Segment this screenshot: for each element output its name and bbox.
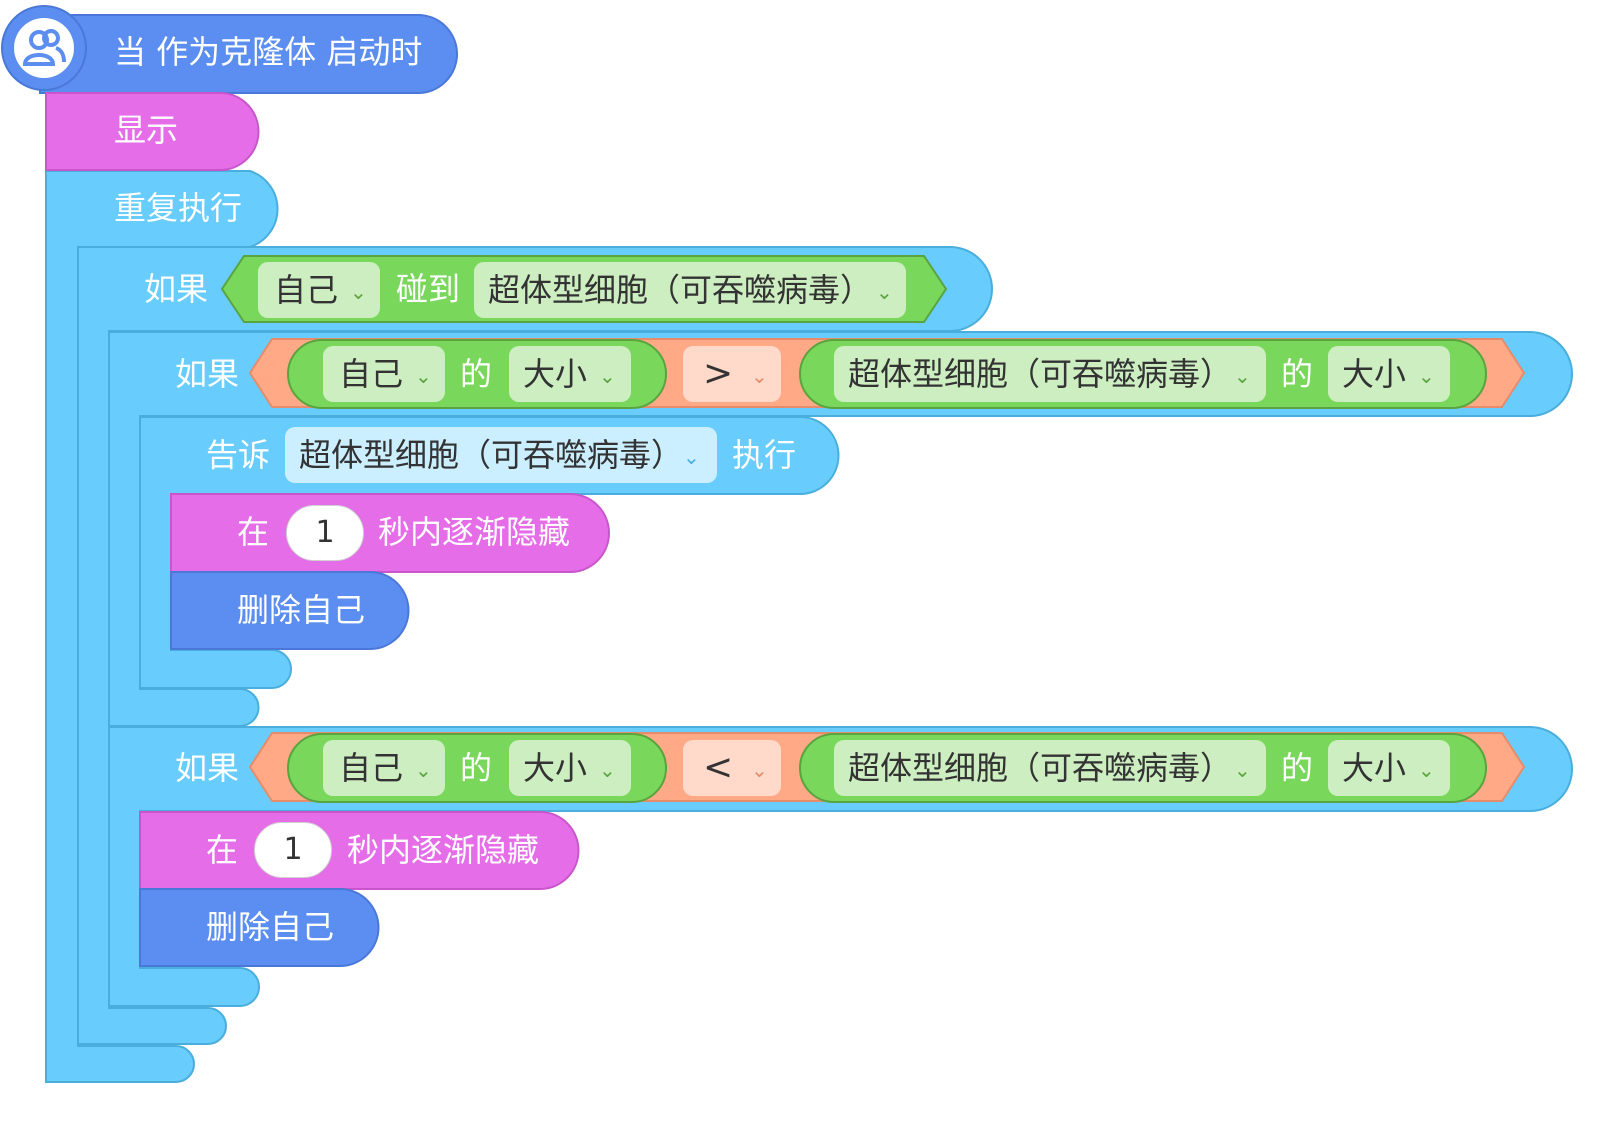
if1-subject-dropdown[interactable]: 自己 ⌄ xyxy=(258,262,380,318)
hat-label[interactable]: 当 作为克隆体 启动时 xyxy=(114,33,423,71)
chevron-down-icon: ⌄ xyxy=(599,758,616,782)
if3-left-prop-dropdown[interactable]: 大小 ⌄ xyxy=(509,740,631,796)
fade2-prefix[interactable]: 在 xyxy=(206,831,239,869)
if3-left-obj-dropdown[interactable]: 自己 ⌄ xyxy=(323,740,445,796)
hat-block-body xyxy=(39,14,458,94)
tell-target-dropdown[interactable]: 超体型细胞（可吞噬病毒） ⌄ xyxy=(285,427,717,483)
if3-operator-text: < xyxy=(703,747,734,788)
fade1-seconds-input[interactable]: 1 xyxy=(286,505,364,561)
chevron-down-icon: ⌄ xyxy=(1418,364,1435,388)
if3-right-prop-text: 大小 xyxy=(1342,749,1407,787)
chevron-down-icon: ⌄ xyxy=(751,758,768,782)
fade2-suffix: 秒内逐渐隐藏 xyxy=(347,831,540,869)
if3-left-obj-text: 自己 xyxy=(339,749,404,787)
tell-target-text: 超体型细胞（可吞噬病毒） xyxy=(299,436,684,474)
chevron-down-icon: ⌄ xyxy=(415,364,432,388)
tell-label[interactable]: 告诉 xyxy=(206,436,271,474)
fade1-block-body xyxy=(170,493,610,573)
if3-right-obj-dropdown[interactable]: 超体型细胞（可吞噬病毒） ⌄ xyxy=(834,740,1266,796)
if2-left-prop-text: 大小 xyxy=(523,355,588,393)
if1-block-body xyxy=(77,246,993,1045)
if1-subject-text: 自己 xyxy=(274,271,339,309)
chevron-down-icon: ⌄ xyxy=(876,280,893,304)
if2-right-obj-dropdown[interactable]: 超体型细胞（可吞噬病毒） ⌄ xyxy=(834,346,1266,402)
if2-right-of: 的 xyxy=(1281,355,1314,393)
if3-right-obj-text: 超体型细胞（可吞噬病毒） xyxy=(848,749,1233,787)
fade1-prefix[interactable]: 在 xyxy=(237,513,270,551)
if3-left-prop-text: 大小 xyxy=(523,749,588,787)
delete1-label[interactable]: 删除自己 xyxy=(237,591,366,629)
delete2-block-body xyxy=(139,888,380,967)
fade1-suffix: 秒内逐渐隐藏 xyxy=(378,513,571,551)
delete1-block-body xyxy=(170,571,410,650)
tell-exec-label: 执行 xyxy=(732,436,797,474)
show-block-body xyxy=(45,92,260,171)
if3-operator-dropdown[interactable]: < ⌄ xyxy=(683,740,781,796)
show-label[interactable]: 显示 xyxy=(114,111,179,149)
if2-left-of: 的 xyxy=(460,355,493,393)
delete2-label[interactable]: 删除自己 xyxy=(206,908,335,946)
if1-label[interactable]: 如果 xyxy=(144,270,209,308)
if2-left-obj-text: 自己 xyxy=(339,355,404,393)
if3-left-of: 的 xyxy=(460,749,493,787)
if1-target-text: 超体型细胞（可吞噬病毒） xyxy=(488,271,873,309)
if2-right-prop-dropdown[interactable]: 大小 ⌄ xyxy=(1328,346,1450,402)
if2-left-prop-dropdown[interactable]: 大小 ⌄ xyxy=(509,346,631,402)
if2-operator-dropdown[interactable]: > ⌄ xyxy=(683,346,781,402)
fade2-seconds-input[interactable]: 1 xyxy=(254,822,332,878)
chevron-down-icon: ⌄ xyxy=(415,758,432,782)
if2-left-obj-dropdown[interactable]: 自己 ⌄ xyxy=(323,346,445,402)
if2-operator-text: > xyxy=(703,353,734,394)
if1-verb: 碰到 xyxy=(396,270,461,308)
chevron-down-icon: ⌄ xyxy=(350,280,367,304)
fade2-block-body xyxy=(139,811,580,890)
forever-label[interactable]: 重复执行 xyxy=(114,189,243,227)
chevron-down-icon: ⌄ xyxy=(1418,758,1435,782)
if2-right-prop-text: 大小 xyxy=(1342,355,1407,393)
if3-right-prop-dropdown[interactable]: 大小 ⌄ xyxy=(1328,740,1450,796)
if1-target-dropdown[interactable]: 超体型细胞（可吞噬病毒） ⌄ xyxy=(474,262,906,318)
if2-label[interactable]: 如果 xyxy=(175,355,240,393)
tell-block-body xyxy=(139,416,840,689)
chevron-down-icon: ⌄ xyxy=(751,364,768,388)
chevron-down-icon: ⌄ xyxy=(1234,758,1251,782)
chevron-down-icon: ⌄ xyxy=(683,445,700,469)
if2-right-obj-text: 超体型细胞（可吞噬病毒） xyxy=(848,355,1233,393)
if3-label[interactable]: 如果 xyxy=(175,749,240,787)
if3-right-of: 的 xyxy=(1281,749,1314,787)
chevron-down-icon: ⌄ xyxy=(1234,364,1251,388)
chevron-down-icon: ⌄ xyxy=(599,364,616,388)
clone-users-icon xyxy=(20,24,68,72)
